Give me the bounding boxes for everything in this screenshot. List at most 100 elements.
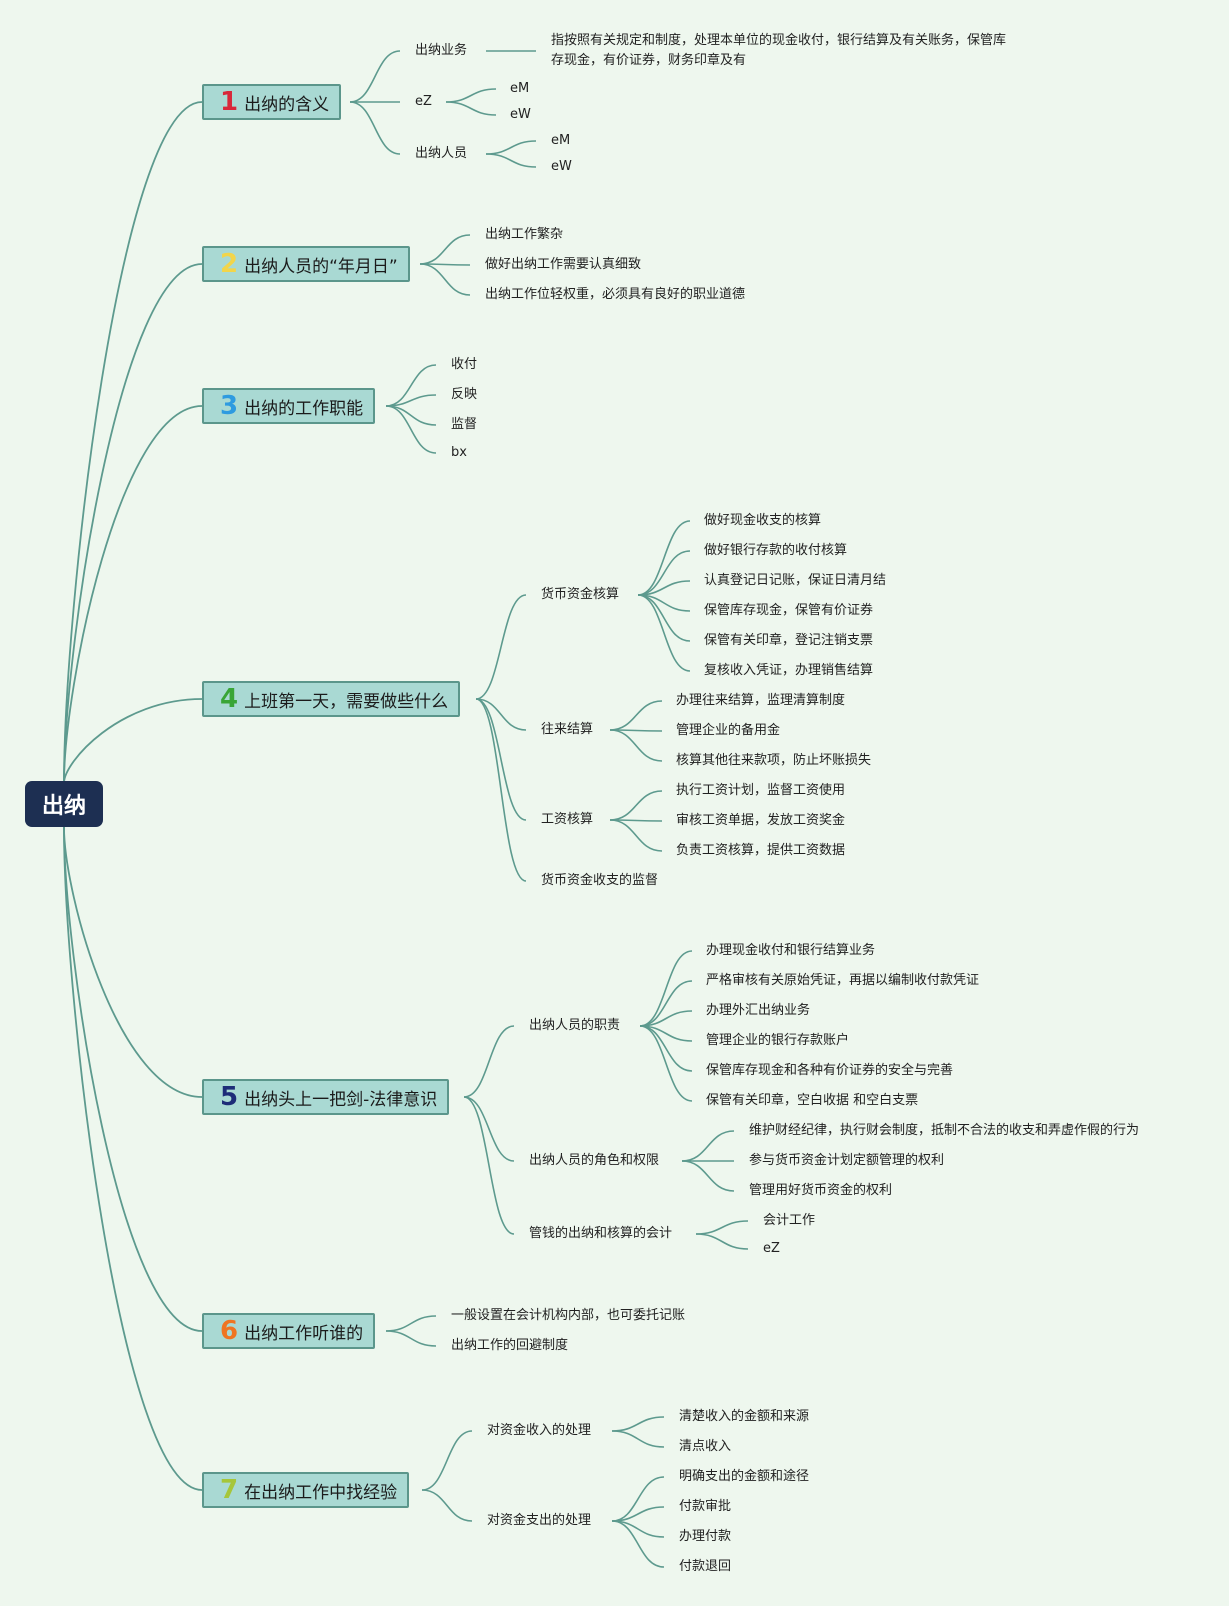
node-label[interactable]: 收付: [451, 357, 478, 372]
branch-connector: [421, 1489, 473, 1522]
leaf-connector: [485, 140, 537, 155]
node-label[interactable]: eM: [551, 133, 571, 148]
node-label[interactable]: 复核收入凭证，办理销售结算: [704, 663, 874, 678]
node-label[interactable]: 对资金支出的处理: [487, 1513, 592, 1528]
node-label[interactable]: 负责工资核算，提供工资数据: [676, 843, 846, 858]
node-label[interactable]: 出纳工作的回避制度: [451, 1338, 569, 1353]
node-label[interactable]: 管理企业的银行存款账户: [706, 1033, 850, 1048]
branch-title: 出纳头上一把剑-法律意识: [244, 1089, 438, 1110]
branch-connector: [385, 405, 437, 454]
node-label[interactable]: 办理往来结算，监理清算制度: [676, 693, 846, 708]
node-label[interactable]: 出纳人员的角色和权限: [529, 1153, 660, 1168]
branch-connector: [385, 1330, 437, 1347]
node-label[interactable]: bx: [451, 445, 467, 460]
root-connector: [63, 101, 203, 784]
node-label[interactable]: 执行工资计划，监督工资使用: [676, 783, 846, 798]
node-label[interactable]: 明确支出的金额和途径: [679, 1469, 810, 1484]
node-label[interactable]: 做好现金收支的核算: [704, 513, 822, 528]
node-label[interactable]: 付款退回: [679, 1559, 732, 1574]
node-label[interactable]: 监督: [451, 417, 478, 432]
node-label[interactable]: 管理用好货币资金的权利: [749, 1183, 893, 1198]
node-label[interactable]: 管理企业的备用金: [676, 723, 781, 738]
branch-connector: [419, 263, 471, 296]
node-label[interactable]: 保管库存现金和各种有价证券的安全与完善: [706, 1063, 954, 1078]
leaf-connector: [637, 550, 691, 596]
node-label[interactable]: 货币资金收支的监督: [541, 873, 659, 888]
branch-number: 5: [220, 1082, 239, 1112]
node-label[interactable]: 保管库存现金，保管有价证券: [704, 603, 874, 618]
node-label[interactable]: eM: [510, 81, 530, 96]
node-label[interactable]: 出纳工作位轻权重，必须具有良好的职业道德: [485, 287, 746, 302]
leaf-connector: [695, 1233, 749, 1250]
node-label[interactable]: 清楚收入的金额和来源: [679, 1409, 810, 1424]
node-label[interactable]: 出纳人员的职责: [529, 1018, 621, 1033]
node-label[interactable]: eW: [510, 107, 531, 122]
node-label[interactable]: 指按照有关规定和制度，处理本单位的现金收付，银行结算及有关账务，保管库: [551, 33, 1007, 48]
root-node[interactable]: 出纳: [25, 781, 103, 827]
branch-number: 4: [220, 684, 239, 714]
leaf-connector: [639, 950, 693, 1027]
leaf-connector: [611, 1476, 665, 1522]
branch-number: 3: [220, 391, 239, 421]
node-label[interactable]: eW: [551, 159, 572, 174]
leaf-connector: [445, 101, 497, 116]
node-label[interactable]: 会计工作: [763, 1213, 816, 1228]
node-label[interactable]: 维护财经纪律，执行财会制度，抵制不合法的收支和弄虚作假的行为: [749, 1123, 1140, 1138]
node-label[interactable]: 严格审核有关原始凭证，再据以编制收付款凭证: [706, 973, 980, 988]
node-label[interactable]: 对资金收入的处理: [487, 1423, 592, 1438]
node-label[interactable]: 保管有关印章，空白收据 和空白支票: [706, 1093, 919, 1108]
branch-connector: [463, 1096, 515, 1235]
node-label[interactable]: 反映: [451, 387, 478, 402]
root-label: 出纳: [41, 794, 86, 819]
node-label[interactable]: eZ: [415, 94, 432, 109]
node-label[interactable]: 认真登记日记账，保证日清月结: [704, 573, 887, 588]
node-label[interactable]: 工资核算: [541, 812, 594, 827]
branch-connector: [475, 698, 527, 821]
branch-connector: [475, 698, 527, 731]
leaf-connector: [695, 1220, 749, 1235]
node-label[interactable]: 存现金，有价证券，财务印章及有: [551, 53, 747, 68]
node-label[interactable]: eZ: [763, 1241, 780, 1256]
branch-connector: [419, 234, 471, 265]
branch-title: 出纳人员的“年月日”: [244, 256, 398, 277]
node-label[interactable]: 货币资金核算: [541, 587, 620, 602]
branch-connector: [385, 364, 437, 407]
leaf-connector: [609, 700, 663, 731]
branch-number: 2: [220, 249, 239, 279]
branch-number: 6: [220, 1316, 239, 1346]
node-label[interactable]: 往来结算: [541, 722, 594, 737]
node-label[interactable]: 一般设置在会计机构内部，也可委托记账: [451, 1308, 686, 1323]
node-label[interactable]: 出纳业务: [415, 43, 468, 58]
node-label[interactable]: 办理付款: [679, 1529, 732, 1544]
branch-connector: [475, 698, 527, 882]
leaf-connector: [609, 790, 663, 821]
node-label[interactable]: 管钱的出纳和核算的会计: [529, 1226, 673, 1241]
node-label[interactable]: 清点收入: [679, 1439, 732, 1454]
leaf-connector: [639, 1025, 693, 1102]
node-label[interactable]: 参与货币资金计划定额管理的权利: [749, 1153, 945, 1168]
node-label[interactable]: 付款审批: [679, 1499, 732, 1514]
branch-connector: [475, 594, 527, 700]
node-label[interactable]: 办理外汇出纳业务: [706, 1003, 811, 1018]
branch-title: 出纳的工作职能: [244, 398, 364, 419]
branch-title: 在出纳工作中找经验: [244, 1482, 398, 1503]
node-label[interactable]: 做好出纳工作需要认真细致: [485, 257, 642, 272]
node-label[interactable]: 出纳人员: [415, 146, 468, 161]
node-label[interactable]: 出纳工作繁杂: [485, 227, 564, 242]
branch-number: 7: [220, 1475, 239, 1505]
node-label[interactable]: 办理现金收付和银行结算业务: [706, 943, 876, 958]
node-label[interactable]: 核算其他往来款项，防止坏账损失: [676, 753, 872, 768]
node-label[interactable]: 做好银行存款的收付核算: [704, 543, 848, 558]
branch-connector: [349, 101, 401, 155]
node-label[interactable]: 保管有关印章，登记注销支票: [704, 633, 874, 648]
node-label[interactable]: 审核工资单据，发放工资奖金: [676, 813, 846, 828]
leaf-connector: [611, 1416, 665, 1432]
